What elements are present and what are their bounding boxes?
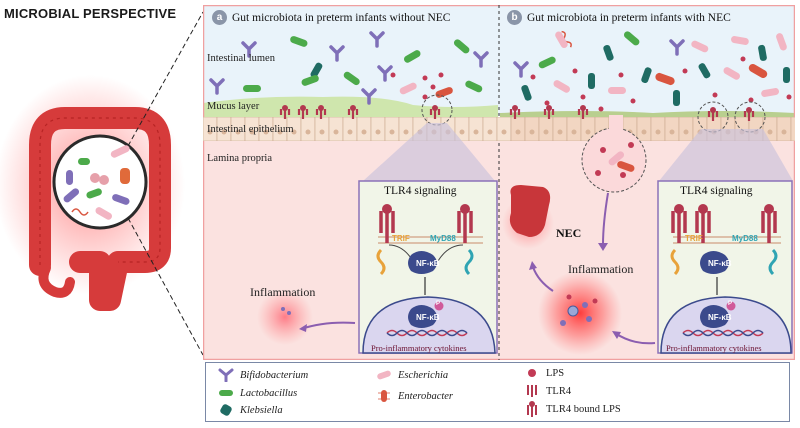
tlr4-receptor-a-left	[379, 204, 395, 243]
cell-nucleus	[277, 129, 283, 135]
nfkb-label-a: NF-κB	[416, 259, 440, 268]
nfkb-nucleus-label-a: NF-κB	[416, 313, 440, 322]
legend-label-lactobacillus: Lactobacillus	[240, 387, 298, 399]
legend-label-tlr4: TLR4	[546, 385, 572, 397]
cell-nucleus	[529, 129, 535, 135]
lactobacillus-icon	[219, 390, 233, 396]
legend-label-lps: LPS	[546, 367, 565, 379]
escherichia-icon	[377, 370, 391, 380]
legend-item-klebsiella: Klebsiella	[218, 403, 283, 417]
nfkb-nucleus-label-b: NF-κB	[708, 313, 732, 322]
legend-item-escherichia: Escherichia	[376, 368, 448, 382]
cytokines-label-b: Pro-inflammatory cytokines	[666, 343, 762, 353]
legend-label-enterobacter: Enterobacter	[398, 390, 454, 402]
figure-title: MICROBIAL PERSPECTIVE	[4, 6, 177, 21]
legend-item-tlr4: TLR4	[524, 384, 571, 398]
cell-nucleus	[781, 129, 787, 135]
panel-b-bacteria	[513, 30, 792, 112]
cell-nucleus	[571, 129, 577, 135]
cell-nucleus	[683, 129, 689, 135]
cell-nucleus	[403, 129, 409, 135]
cell-nucleus	[263, 129, 269, 135]
inflammation-label-a: Inflammation	[250, 285, 316, 299]
tlr4-receptors	[279, 105, 755, 121]
cell-nucleus	[347, 129, 353, 135]
cell-nucleus	[515, 129, 521, 135]
panel-b-badge: b	[507, 10, 522, 25]
tlr4-signaling-title-a: TLR4 signaling	[384, 185, 457, 197]
klebsiella-icon	[220, 404, 232, 416]
trif-label-b: TRIF	[685, 234, 703, 243]
inflammation-label-b: Inflammation	[568, 262, 634, 276]
legend-item-tlr4-bound-lps: TLR4 bound LPS	[524, 401, 621, 417]
legend-item-lactobacillus: Lactobacillus	[218, 386, 297, 400]
cell-nucleus	[235, 129, 241, 135]
tlr4-signaling-title-b: TLR4 signaling	[680, 185, 753, 197]
cell-nucleus	[333, 129, 339, 135]
cell-nucleus	[305, 129, 311, 135]
cell-nucleus	[249, 129, 255, 135]
tlr4-bound-lps-icon	[527, 401, 537, 417]
myd88-label-a: MyD88	[430, 234, 456, 243]
legend: Bifidobacterium Lactobacillus Klebsiella…	[205, 362, 790, 422]
legend-item-bifidobacterium: Bifidobacterium	[218, 368, 308, 382]
cell-nucleus	[473, 129, 479, 135]
nfkb-label-b: NF-κB	[708, 259, 732, 268]
panel-a-bacteria	[209, 31, 489, 105]
signaling-graphics	[281, 115, 793, 354]
tlr4-receptor-a-right	[457, 204, 473, 243]
phospho-label-a: P	[436, 301, 441, 307]
nec-label: NEC	[556, 226, 582, 240]
microbiota-scatter	[209, 30, 792, 133]
intestinal-epithelium-label: Intestinal epithelium	[207, 124, 294, 135]
trif-label-a: TRIF	[392, 234, 410, 243]
bifidobacterium-icon	[218, 368, 234, 382]
mucus-layer-label: Mucus layer	[207, 101, 260, 112]
cell-nucleus	[319, 129, 325, 135]
cell-nucleus	[389, 129, 395, 135]
enterobacter-icon	[378, 390, 390, 402]
cell-nucleus	[501, 129, 507, 135]
cell-nucleus	[585, 129, 591, 135]
panel-b-heading: b Gut microbiota in preterm infants with…	[507, 10, 731, 25]
panel-a-heading-text: Gut microbiota in preterm infants withou…	[232, 11, 451, 24]
tlr4-icon	[527, 385, 537, 397]
cell-nucleus	[655, 129, 661, 135]
cell-nucleus	[543, 129, 549, 135]
lps-icon	[528, 369, 536, 377]
lamina-propria-label: Lamina propria	[207, 153, 273, 164]
phospho-label-b: P	[728, 301, 733, 307]
cell-nucleus	[669, 129, 675, 135]
panel-a-badge: a	[212, 10, 227, 25]
myd88-label-b: MyD88	[732, 234, 758, 243]
panel-b-heading-text: Gut microbiota in preterm infants with N…	[527, 11, 731, 24]
cell-nucleus	[207, 129, 213, 135]
cell-nucleus	[375, 129, 381, 135]
cell-nucleus	[641, 129, 647, 135]
legend-label-tlr4-bound-lps: TLR4 bound LPS	[546, 403, 621, 415]
cell-nucleus	[767, 129, 773, 135]
cell-nucleus	[557, 129, 563, 135]
cell-nucleus	[221, 129, 227, 135]
cell-nucleus	[291, 129, 297, 135]
cell-nucleus	[487, 129, 493, 135]
legend-label-klebsiella: Klebsiella	[240, 404, 283, 416]
legend-item-lps: LPS	[524, 367, 564, 379]
panel-a-heading: a Gut microbiota in preterm infants with…	[212, 10, 450, 25]
legend-label-bifidobacterium: Bifidobacterium	[240, 369, 309, 381]
epithelial-cell	[790, 117, 795, 141]
cell-nucleus	[361, 129, 367, 135]
cell-nucleus	[459, 129, 465, 135]
cytokines-label-a: Pro-inflammatory cytokines	[371, 343, 467, 353]
legend-label-escherichia: Escherichia	[398, 369, 449, 381]
colon-illustration	[0, 11, 204, 356]
legend-item-enterobacter: Enterobacter	[376, 389, 453, 403]
intestinal-lumen-label: Intestinal lumen	[207, 53, 275, 64]
